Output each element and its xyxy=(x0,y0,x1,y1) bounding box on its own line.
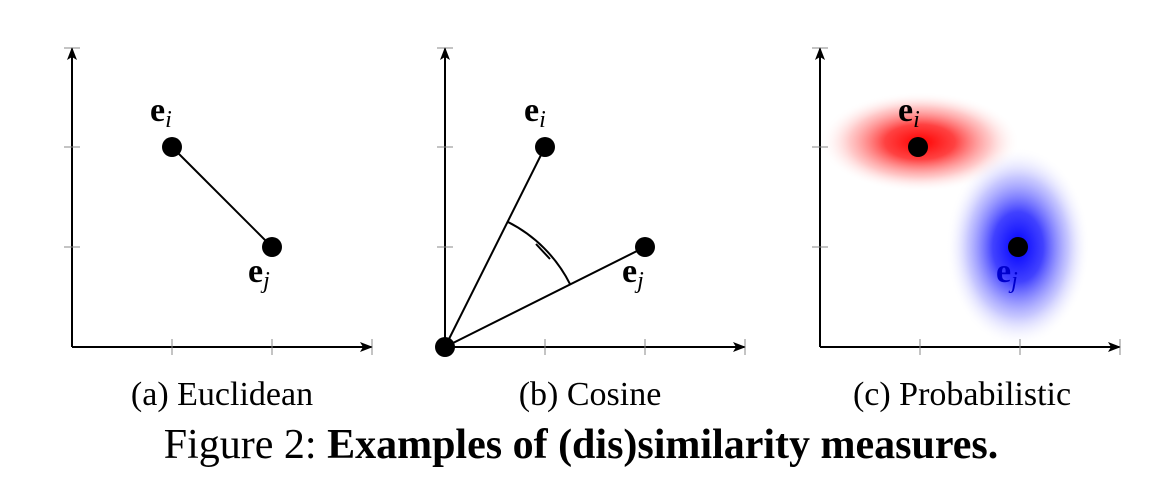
panel-cosine: ei ej (b) Cosine xyxy=(435,47,746,413)
label-e-j: ej xyxy=(622,253,644,294)
label-e-i: ei xyxy=(524,92,546,133)
point-origin xyxy=(435,337,455,357)
figure-caption-prefix: Figure 2: xyxy=(163,422,328,468)
panel-probabilistic: ei ej (c) Probabilistic xyxy=(812,47,1121,413)
label-e-i: ei xyxy=(150,92,172,133)
caption-euclidean: (a) Euclidean xyxy=(131,376,313,413)
point-e-i xyxy=(162,137,182,157)
distance-line xyxy=(171,146,273,248)
label-e-i: ei xyxy=(898,92,920,133)
label-e-j: ej xyxy=(248,253,270,294)
point-e-j xyxy=(262,237,282,257)
caption-cosine: (b) Cosine xyxy=(519,376,662,413)
angle-tick xyxy=(535,243,551,260)
label-e-j: ej xyxy=(996,253,1018,294)
point-e-i xyxy=(908,137,928,157)
point-e-j xyxy=(635,237,655,257)
caption-probabilistic: (c) Probabilistic xyxy=(853,376,1071,413)
angle-arc xyxy=(507,220,572,285)
vector-e-i xyxy=(444,146,546,348)
point-e-j xyxy=(1008,237,1028,257)
vector-e-j xyxy=(444,246,646,348)
figure-caption-title: Examples of (dis)similarity measures. xyxy=(327,422,999,468)
point-e-i xyxy=(535,137,555,157)
panel-euclidean: ei ej (a) Euclidean xyxy=(64,47,373,413)
figure-caption: Figure 2: Examples of (dis)similarity me… xyxy=(0,417,1162,473)
